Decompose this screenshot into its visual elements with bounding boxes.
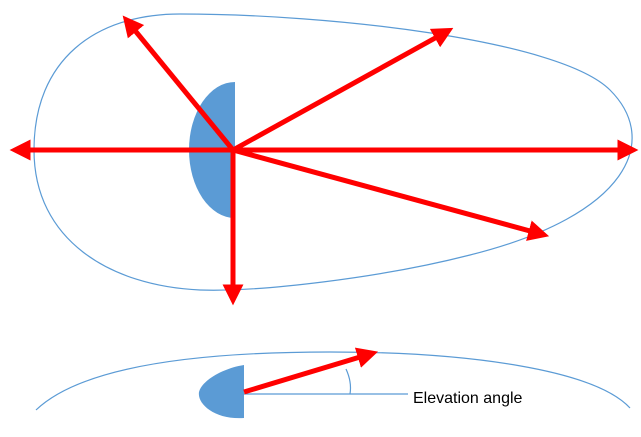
elevation-arrow bbox=[243, 347, 379, 395]
arrow-down-right bbox=[232, 147, 550, 241]
arrow-up-left bbox=[122, 15, 235, 152]
elevation-angle-label: Elevation angle bbox=[413, 390, 523, 407]
azimuth-view bbox=[9, 13, 639, 306]
azimuth-arrows bbox=[9, 15, 639, 306]
arrow-up-right bbox=[231, 27, 454, 153]
elevation-angle-arc bbox=[345, 368, 352, 395]
antenna-quarter-disc bbox=[198, 365, 244, 419]
elevation-view bbox=[35, 347, 631, 419]
elevation-pattern-outline bbox=[35, 351, 631, 411]
